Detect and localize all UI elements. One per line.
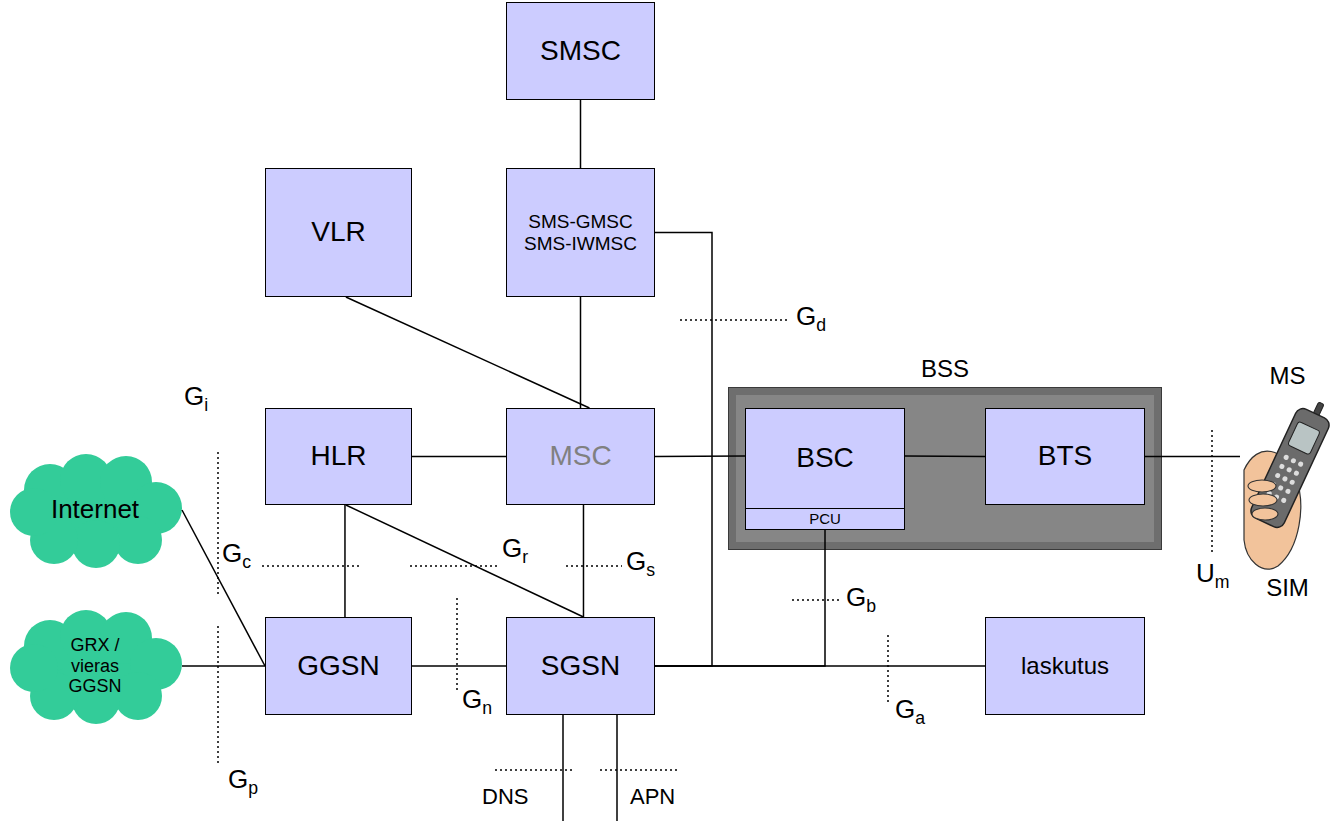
interface-link	[1145, 456, 1240, 458]
interface-tick	[456, 598, 458, 690]
interface-link	[655, 530, 825, 666]
interface-subscript: n	[482, 698, 492, 718]
interface-link	[583, 505, 585, 617]
dns-line	[562, 715, 564, 821]
phone-screen	[1288, 421, 1321, 455]
interface-tick	[887, 635, 889, 705]
service-label: DNS	[482, 786, 528, 808]
element-name: SMS-GMSC SMS-IWMSC	[516, 211, 646, 255]
station-label: SIM	[1266, 574, 1309, 602]
interface-link	[655, 665, 985, 667]
apn-line	[616, 715, 618, 821]
group-heading: BSS	[729, 355, 1161, 383]
element-name: PCU	[809, 510, 841, 527]
interface-link	[346, 505, 584, 617]
interface-subscript: i	[204, 395, 208, 415]
network-element-box: SMSC	[506, 2, 655, 100]
pcu-unit-box: PCU	[745, 508, 905, 530]
interface-label: Gp	[228, 766, 258, 798]
interface-label: Gd	[796, 303, 826, 335]
network-element-box: SMS-GMSC SMS-IWMSC	[506, 168, 655, 297]
station-label: MS	[1270, 362, 1306, 390]
interface-link	[182, 510, 265, 666]
mobile-station: MS SIM	[1240, 362, 1335, 602]
element-name: BTS	[1038, 440, 1092, 472]
network-element-box: VLR	[265, 168, 412, 297]
open-lines	[563, 715, 617, 821]
interface-subscript: d	[816, 315, 826, 335]
interface-subscript: a	[915, 708, 925, 728]
interface-link	[344, 505, 346, 617]
network-cloud: Internet	[8, 452, 182, 568]
interface-tick	[1211, 430, 1213, 555]
interface-tick	[217, 626, 219, 764]
interface-tick	[217, 452, 219, 594]
interface-label: Um	[1196, 560, 1230, 592]
network-element-box: BTS	[985, 408, 1145, 505]
mobile-phone	[1244, 395, 1337, 569]
element-name: SGSN	[541, 650, 620, 682]
interface-subscript: r	[522, 547, 528, 567]
cloud-label: Internet	[51, 495, 139, 525]
interface-link	[905, 455, 985, 457]
interface-label: Gb	[846, 584, 876, 616]
network-element-box: BSC PCU	[745, 408, 905, 530]
element-name: laskutus	[1021, 652, 1109, 680]
element-name: SMSC	[540, 35, 621, 67]
interface-label: Gr	[502, 535, 528, 567]
element-name: GGSN	[297, 650, 379, 682]
interface-link	[580, 297, 582, 408]
hand-fingers	[1248, 480, 1278, 520]
element-name: VLR	[311, 216, 365, 248]
interface-subscript: s	[646, 560, 655, 580]
interface-subscript: c	[242, 552, 251, 572]
interface-link	[346, 297, 590, 408]
cloud-puff	[10, 644, 58, 692]
interface-link	[182, 665, 265, 667]
interface-label: Gn	[462, 686, 492, 718]
network-element-box: laskutus	[985, 617, 1145, 715]
element-name: HLR	[310, 440, 366, 472]
network-element-box: GGSN	[265, 617, 412, 715]
cloud-label: GRX / vieras GGSN	[55, 635, 135, 697]
network-element-box: MSC	[506, 408, 655, 505]
subsystem-group: BSSBSCPCUBTS	[728, 387, 1162, 550]
interface-tick	[410, 565, 498, 567]
element-name: MSC	[549, 440, 611, 472]
element-name: BSC	[796, 442, 854, 474]
interface-label: Gi	[184, 383, 208, 415]
interface-link	[412, 456, 506, 458]
interface-label: Gs	[626, 548, 655, 580]
interface-link	[655, 455, 745, 457]
interface-label: Gc	[222, 540, 251, 572]
interface-link	[655, 233, 712, 667]
phone-body	[1248, 395, 1336, 530]
interface-tick	[680, 319, 790, 321]
interface-subscript: m	[1215, 572, 1230, 592]
network-element-box: HLR	[265, 408, 412, 505]
interface-link	[580, 100, 582, 168]
interface-label: Ga	[895, 696, 925, 728]
interface-tick	[600, 769, 680, 771]
cloud-puff	[10, 488, 58, 536]
cloud-puff	[72, 520, 120, 568]
interface-tick	[262, 565, 362, 567]
phone-case	[1248, 406, 1331, 530]
network-element-box: SGSN	[506, 617, 655, 715]
interface-ticks	[218, 320, 1212, 770]
network-cloud: GRX / vieras GGSN	[8, 608, 182, 724]
interface-tick	[792, 599, 842, 601]
interface-subscript: b	[866, 596, 876, 616]
interface-tick	[566, 565, 622, 567]
service-label: APN	[630, 786, 675, 808]
interface-subscript: p	[248, 778, 258, 798]
interface-link	[412, 665, 506, 667]
